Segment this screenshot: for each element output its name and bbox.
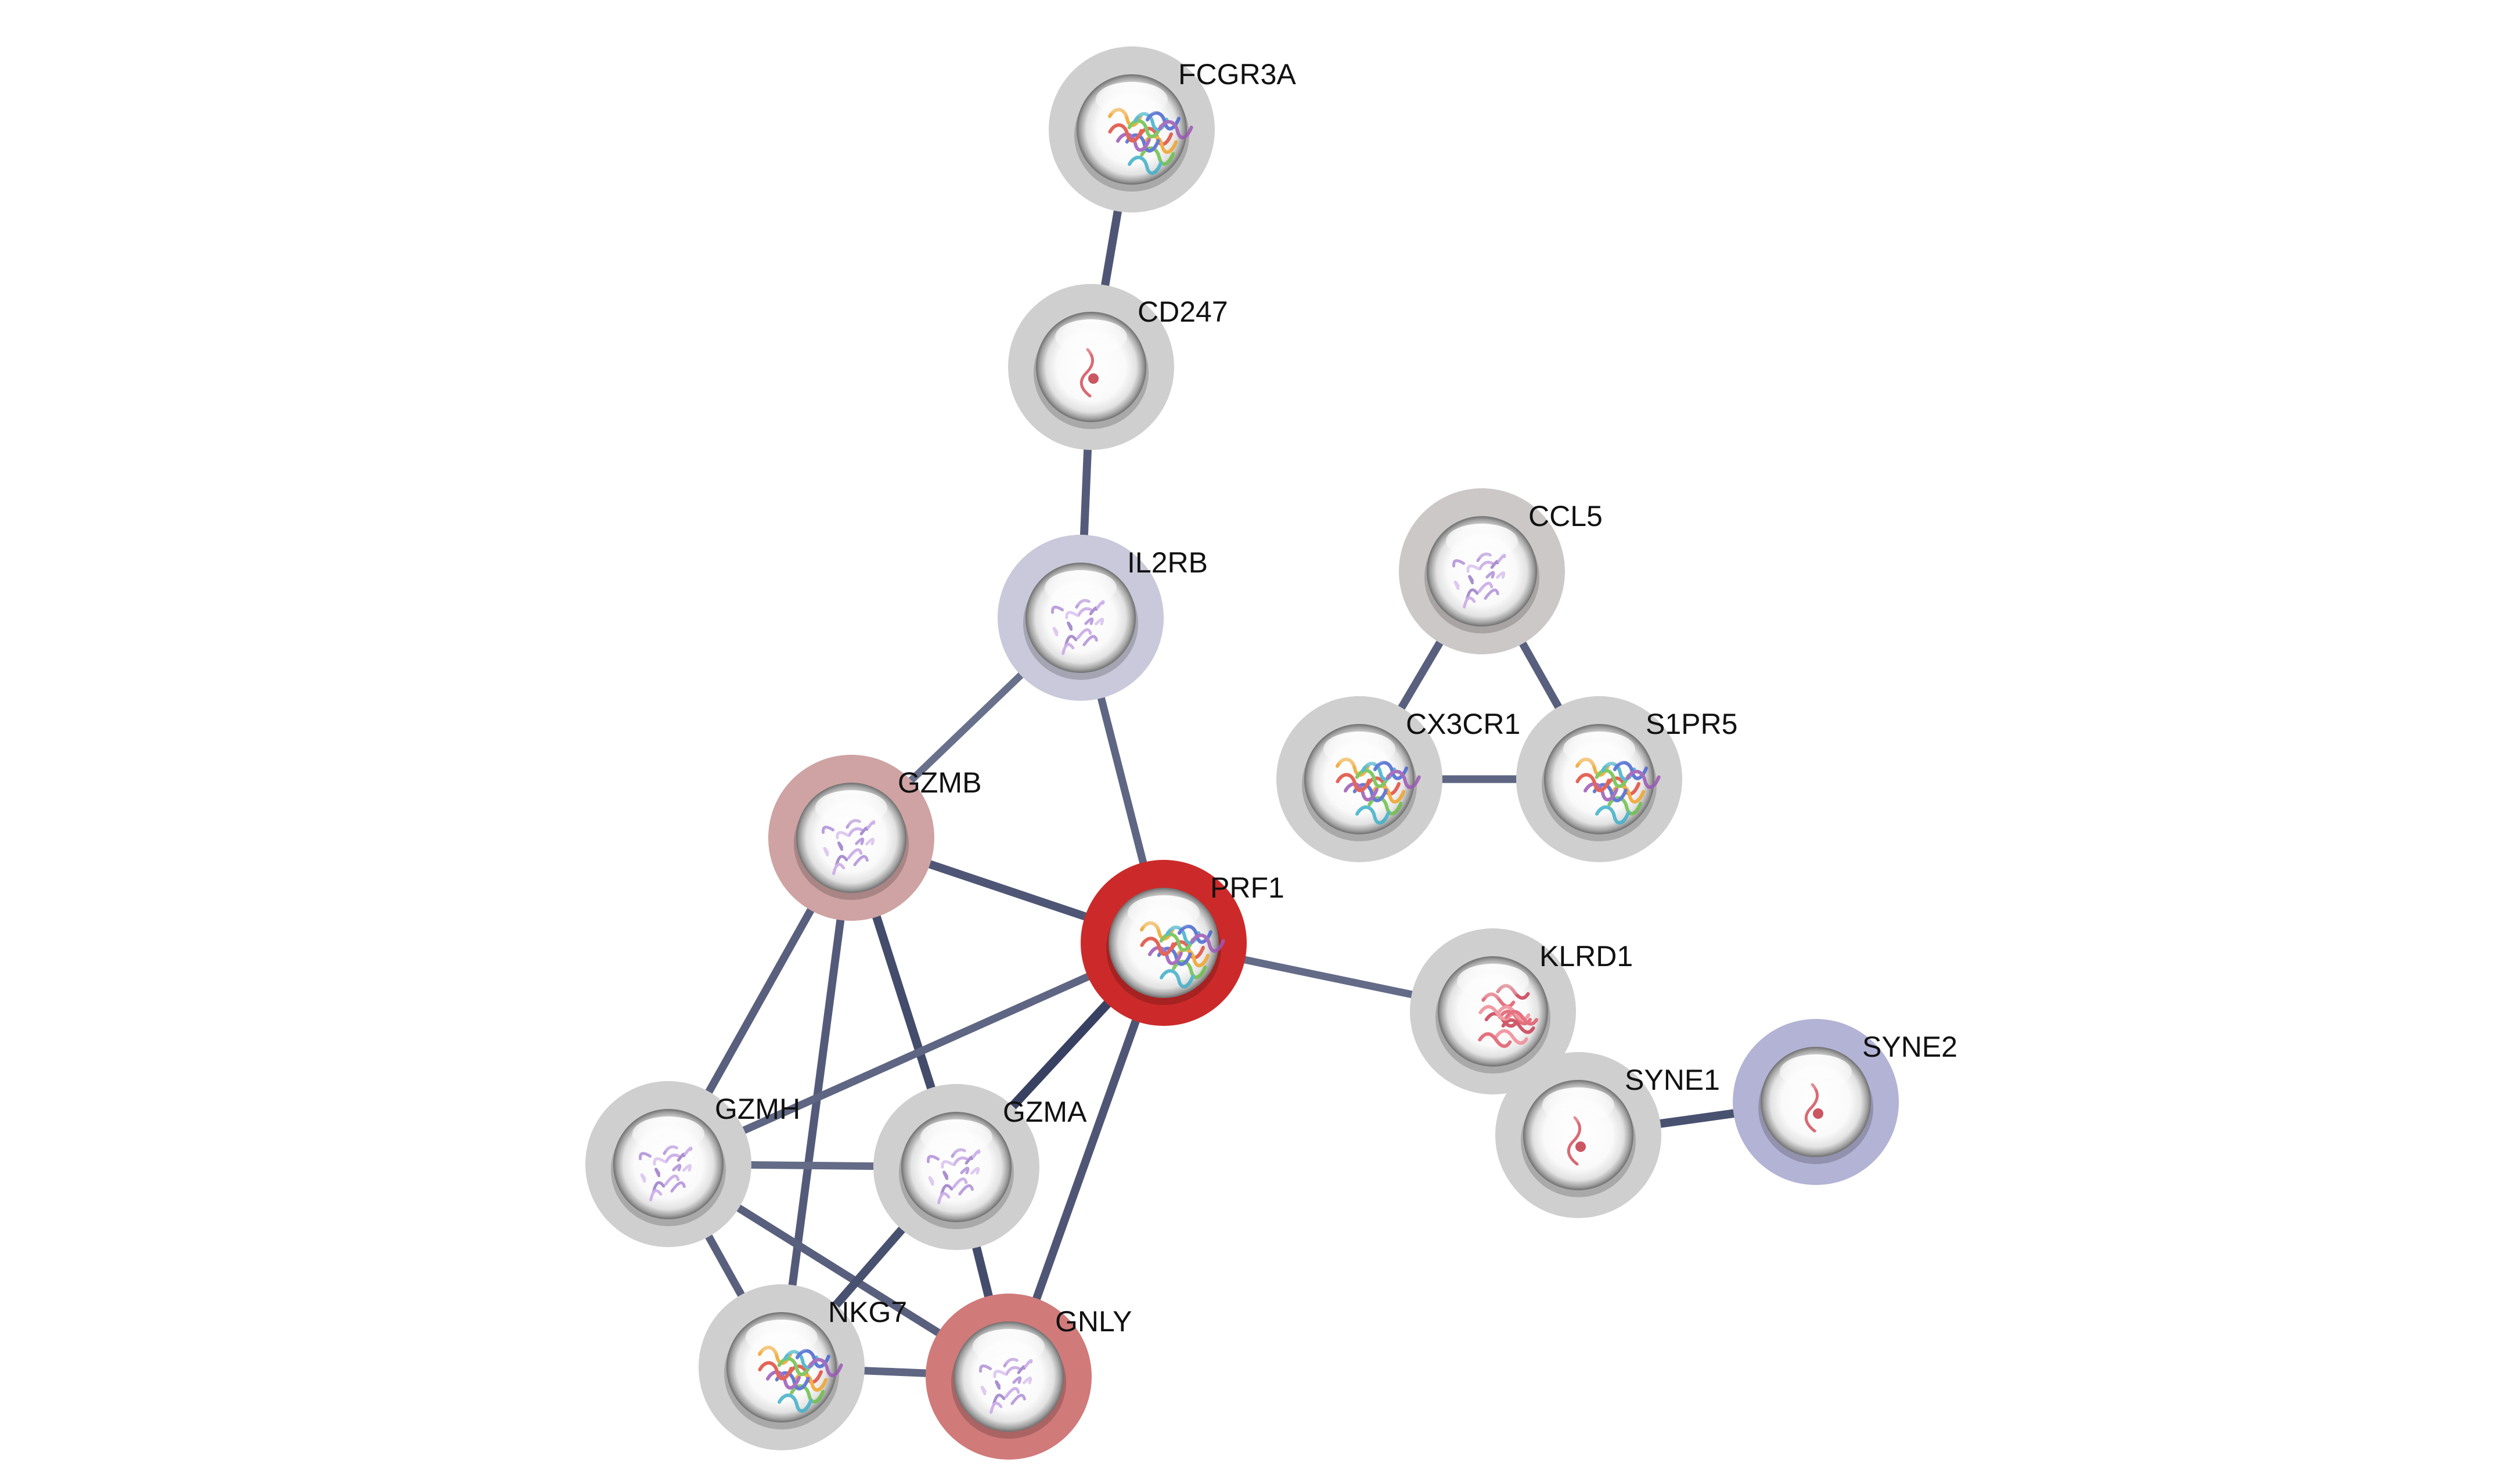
node-label: GZMA: [1003, 1096, 1087, 1128]
protein-structure-icon: [1108, 107, 1193, 175]
node-label: CCL5: [1528, 500, 1603, 532]
node-syne2[interactable]: SYNE2: [1733, 1019, 1957, 1185]
node-gloss: [1457, 964, 1529, 999]
node-gloss: [1446, 524, 1518, 559]
node-label: GZMB: [898, 766, 981, 799]
node-gloss: [1096, 82, 1168, 117]
node-gloss: [1045, 570, 1117, 605]
node-cd247[interactable]: CD247: [1008, 284, 1228, 450]
node-gloss: [746, 1320, 818, 1355]
node-prf1[interactable]: PRF1: [1081, 860, 1284, 1026]
node-gnly[interactable]: GNLY: [926, 1294, 1132, 1460]
node-gloss: [815, 790, 887, 825]
edge-gzmb-nkg7: [778, 837, 855, 1368]
node-ccl5[interactable]: CCL5: [1399, 488, 1603, 654]
node-fcgr3a[interactable]: FCGR3A: [1049, 46, 1296, 212]
node-gloss: [1563, 732, 1635, 766]
node-gzmh[interactable]: GZMH: [585, 1081, 800, 1247]
node-gloss: [1055, 319, 1127, 354]
node-label: CX3CR1: [1406, 708, 1520, 740]
node-label: CD247: [1138, 296, 1228, 328]
node-s1pr5[interactable]: S1PR5: [1516, 696, 1737, 862]
node-cx3cr1[interactable]: CX3CR1: [1276, 696, 1520, 862]
node-label: FCGR3A: [1178, 58, 1296, 91]
node-label: SYNE1: [1625, 1064, 1720, 1096]
node-label: PRF1: [1210, 871, 1284, 904]
protein-structure-icon: [1478, 984, 1538, 1048]
protein-structure-icon: [979, 1357, 1033, 1414]
node-gzma[interactable]: GZMA: [873, 1084, 1087, 1250]
node-label: SYNE2: [1862, 1031, 1957, 1063]
node-gloss: [1780, 1054, 1852, 1089]
node-gloss: [973, 1329, 1045, 1364]
protein-structure-icon: [1079, 348, 1099, 398]
protein-structure-icon: [1567, 1116, 1586, 1166]
node-gzmb[interactable]: GZMB: [768, 755, 981, 921]
node-gloss: [1542, 1087, 1614, 1122]
node-label: IL2RB: [1127, 546, 1208, 579]
node-label: NKG7: [828, 1296, 907, 1328]
node-label: S1PR5: [1646, 708, 1737, 740]
node-label: GNLY: [1055, 1305, 1132, 1338]
node-gloss: [1128, 895, 1200, 930]
node-il2rb[interactable]: IL2RB: [998, 535, 1208, 701]
node-gloss: [1323, 732, 1395, 766]
node-nkg7[interactable]: NKG7: [699, 1284, 907, 1450]
node-gloss: [920, 1119, 992, 1154]
node-label: GZMH: [715, 1093, 800, 1125]
node-syne1[interactable]: SYNE1: [1495, 1052, 1720, 1218]
edge-prf1-gzmh: [667, 939, 1165, 1168]
node-klrd1[interactable]: KLRD1: [1410, 928, 1633, 1094]
node-label: KLRD1: [1539, 940, 1633, 972]
node-gloss: [632, 1116, 704, 1151]
protein-structure-icon: [1336, 757, 1421, 825]
protein-structure-icon: [1804, 1083, 1823, 1133]
